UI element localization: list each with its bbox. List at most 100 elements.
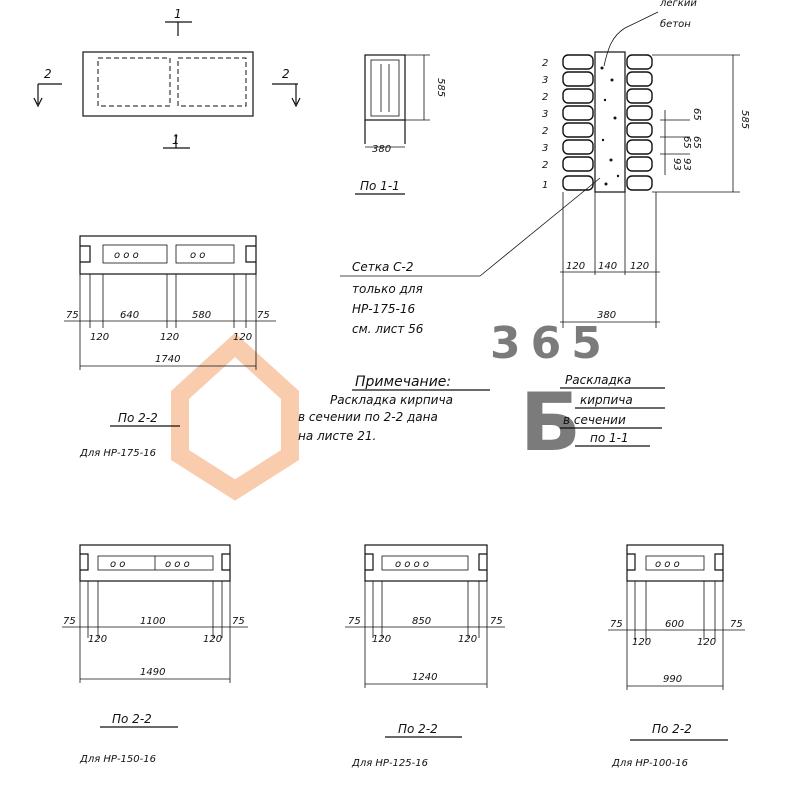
section-1-1-height: 585 (435, 78, 446, 97)
bottom-dims: 120 140 120 380 (560, 192, 660, 328)
svg-text:75: 75 (730, 619, 743, 630)
hr100-total: 990 (663, 674, 682, 685)
bricks-left (562, 54, 594, 191)
svg-text:120: 120 (566, 261, 585, 272)
hr125-title: По 2-2 (398, 722, 438, 736)
svg-text:850: 850 (412, 616, 431, 627)
note-line-1: Раскладка кирпича (330, 393, 453, 407)
svg-text:640: 640 (120, 310, 139, 321)
svg-text:75: 75 (610, 619, 623, 630)
svg-text:120: 120 (88, 634, 107, 645)
svg-text:75: 75 (63, 616, 76, 627)
brick-layout-height: 585 (739, 110, 750, 129)
hr100-title: По 2-2 (652, 722, 692, 736)
hr175-panel-right-text: о о (190, 250, 205, 261)
hr150-panel-left-text: о о (110, 559, 125, 570)
svg-text:3: 3 (542, 109, 548, 120)
plan-view: 1 1 2 2 (33, 7, 301, 149)
svg-text:3: 3 (542, 143, 548, 154)
svg-text:93: 93 (681, 158, 692, 171)
row-numbers: 2 3 2 3 2 3 2 1 (542, 58, 548, 191)
mesh-note-line-4: см. лист 56 (352, 322, 424, 336)
section-2-2-hr150: о о о о о 75 1100 75 120 120 1490 По 2-2… (62, 544, 248, 765)
svg-text:2: 2 (542, 160, 548, 171)
note-line-2: в сечении по 2-2 дана (298, 410, 438, 424)
svg-text:120: 120 (160, 332, 179, 343)
svg-text:65: 65 (691, 136, 702, 149)
svg-text:3: 3 (542, 75, 548, 86)
concrete-label-2: бетон (660, 18, 691, 30)
brick-layout-title-3: в сечении (563, 413, 626, 427)
brick-layout-title-2: кирпича (580, 393, 633, 407)
section-2-2-hr125: о о о о 75 850 75 120 120 1240 По 2-2 Дл… (345, 544, 505, 769)
svg-text:1: 1 (542, 180, 548, 191)
section-1-1-title: По 1-1 (360, 179, 400, 193)
brick-layout-title-4: по 1-1 (590, 431, 629, 445)
svg-text:120: 120 (697, 637, 716, 648)
svg-text:580: 580 (192, 310, 211, 321)
hr100-subtitle: Для НР-100-16 (611, 758, 688, 769)
mesh-note-line-3: НР-175-16 (352, 302, 415, 316)
plan-inner-left (97, 57, 171, 107)
cut-mark-1-bottom: 1 (172, 133, 180, 147)
svg-text:600: 600 (665, 619, 684, 630)
watermark-logo-shape (171, 332, 299, 501)
section-1-1-width: 380 (372, 144, 391, 155)
section-1-1: 380 585 По 1-1 (355, 54, 446, 195)
concrete-core (594, 51, 626, 193)
svg-text:120: 120 (630, 261, 649, 272)
hr150-title: По 2-2 (112, 712, 152, 726)
mesh-note-line-1: Сетка С-2 (352, 260, 414, 274)
svg-text:2: 2 (542, 126, 548, 137)
svg-text:120: 120 (90, 332, 109, 343)
mesh-note: Сетка С-2 только для НР-175-16 см. лист … (340, 177, 601, 336)
note-title: Примечание: (355, 374, 451, 390)
plan-inner-right (177, 57, 247, 107)
hr175-panel-left-text: о о о (114, 250, 139, 261)
hr125-panel-text: о о о о (395, 559, 429, 570)
svg-text:93: 93 (671, 158, 682, 171)
hr125-subtitle: Для НР-125-16 (351, 758, 428, 769)
svg-text:120: 120 (632, 637, 651, 648)
watermark-number: 365 (490, 318, 612, 369)
cut-mark-1-top: 1 (174, 7, 182, 21)
bricks-right (626, 54, 653, 191)
svg-text:65: 65 (681, 136, 692, 149)
svg-text:120: 120 (203, 634, 222, 645)
brick-layout-total-width: 380 (597, 310, 616, 321)
section-2-2-hr175: о о о о о 75 640 580 75 120 120 120 1740… (64, 235, 276, 459)
hr150-total: 1490 (140, 667, 165, 678)
svg-text:75: 75 (490, 616, 503, 627)
hr100-panel-text: о о о (655, 559, 680, 570)
svg-text:2: 2 (542, 58, 548, 69)
svg-text:75: 75 (66, 310, 79, 321)
svg-text:120: 120 (458, 634, 477, 645)
hr175-total: 1740 (155, 354, 180, 365)
concrete-label-1: легкий (659, 0, 697, 9)
brick-layout-1-1: легкий бетон (542, 0, 750, 447)
svg-text:65: 65 (691, 108, 702, 121)
right-dims: 65 65 65 93 93 585 (652, 54, 750, 193)
brick-layout-title-1: Раскладка (565, 373, 631, 387)
section-2-2-hr100: о о о 75 600 75 120 120 990 По 2-2 Для Н… (608, 544, 745, 769)
svg-text:140: 140 (598, 261, 617, 272)
svg-text:75: 75 (348, 616, 361, 627)
hr175-title: По 2-2 (118, 411, 158, 425)
plan-outline (82, 51, 254, 117)
svg-text:75: 75 (232, 616, 245, 627)
cut-mark-2-left: 2 (44, 67, 52, 81)
watermark: 365 Б (171, 318, 612, 501)
svg-text:1100: 1100 (140, 616, 165, 627)
concrete-dots (600, 66, 620, 186)
svg-text:120: 120 (233, 332, 252, 343)
mesh-note-line-2: только для (352, 282, 423, 296)
svg-text:2: 2 (542, 92, 548, 103)
general-note: Примечание: Раскладка кирпича в сечении … (298, 374, 490, 443)
svg-text:75: 75 (257, 310, 270, 321)
hr175-subtitle: Для НР-175-16 (79, 448, 156, 459)
hr150-panel-right-text: о о о (165, 559, 190, 570)
hr125-total: 1240 (412, 672, 437, 683)
cut-mark-2-right: 2 (282, 67, 290, 81)
svg-text:120: 120 (372, 634, 391, 645)
